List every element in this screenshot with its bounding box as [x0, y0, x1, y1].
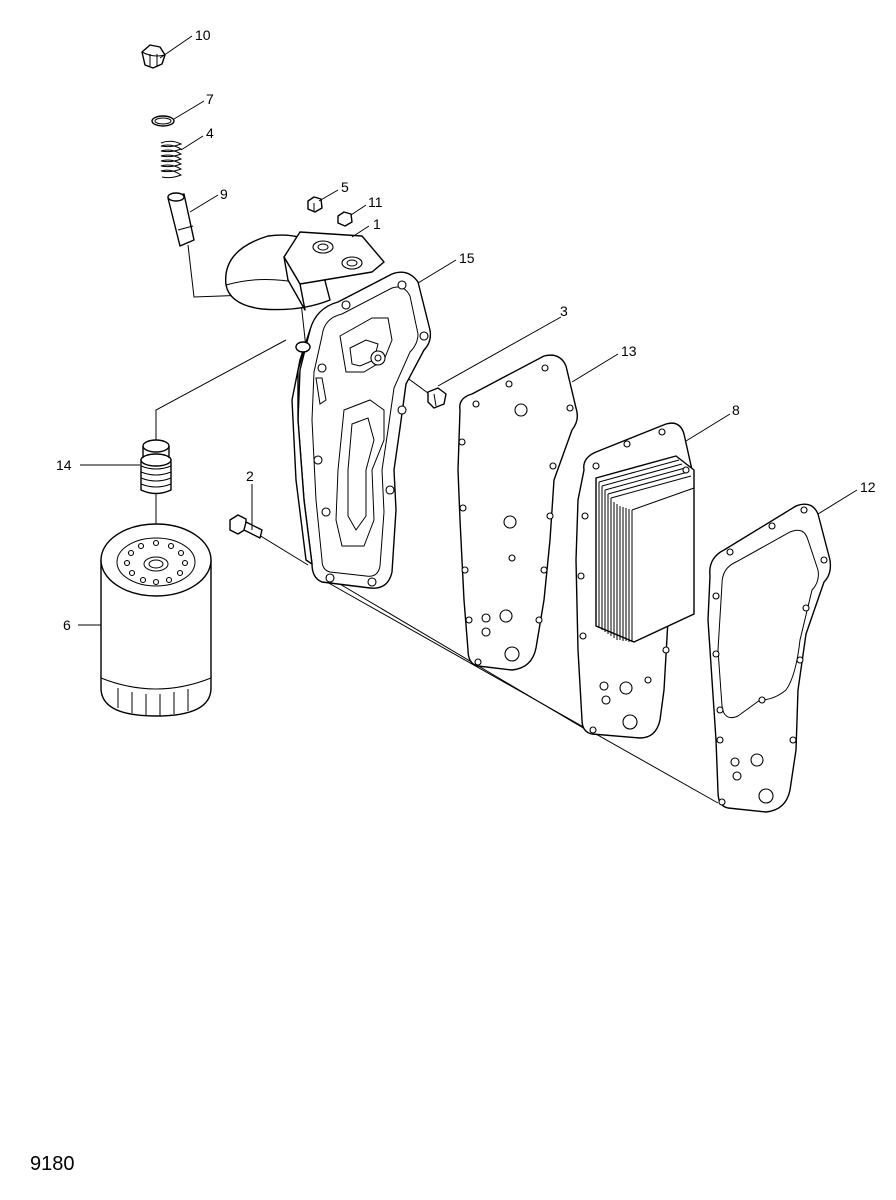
callout-labels: 10 7 4 9 5 11 1 15 3 13 8 12 14 6 2	[56, 27, 876, 633]
spring	[160, 140, 183, 179]
callout-13: 13	[621, 343, 637, 359]
o-ring	[151, 115, 175, 127]
callout-12: 12	[860, 479, 876, 495]
callout-4: 4	[206, 125, 214, 141]
callout-14: 14	[56, 457, 72, 473]
callout-2: 2	[246, 468, 254, 484]
mounting-bolt	[229, 514, 263, 539]
callout-7: 7	[206, 91, 214, 107]
valve-plunger	[167, 192, 195, 247]
callout-6: 6	[63, 617, 71, 633]
oil-cooler-core	[575, 422, 695, 739]
callout-11: 11	[368, 194, 383, 210]
housing-bolt	[427, 387, 447, 409]
drawing-number: 9180	[30, 1153, 75, 1175]
callout-8: 8	[732, 402, 740, 418]
callout-9: 9	[220, 186, 228, 202]
callout-10: 10	[195, 27, 211, 43]
callout-15: 15	[459, 250, 475, 266]
outer-gasket	[707, 503, 832, 813]
callout-5: 5	[341, 179, 349, 195]
small-plug-5	[307, 196, 323, 213]
oil-filter	[100, 523, 212, 717]
filter-head-housing	[225, 231, 432, 589]
cooler-gasket-plate	[457, 354, 579, 671]
callout-3: 3	[560, 303, 568, 319]
threaded-nipple	[140, 439, 172, 495]
callout-leaders	[78, 35, 858, 626]
small-plug-11	[337, 211, 353, 227]
callout-1: 1	[373, 216, 381, 232]
alignment-lines	[155, 244, 719, 804]
